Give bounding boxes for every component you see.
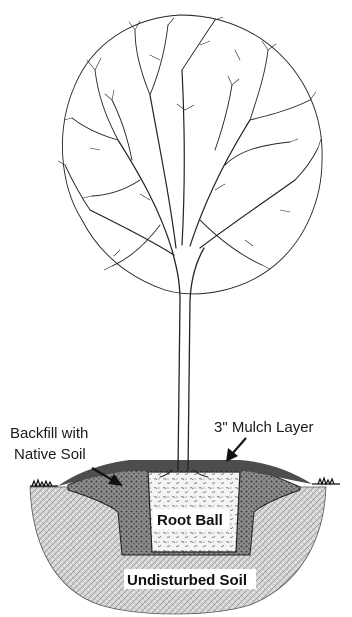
tree-icon xyxy=(58,15,322,477)
root-ball-label: Root Ball xyxy=(157,512,223,529)
undisturbed-soil-label: Undisturbed Soil xyxy=(127,572,247,589)
backfill-label-line2: Native Soil xyxy=(14,446,86,463)
mulch-arrow-icon xyxy=(226,438,246,462)
backfill-label-line1: Backfill with xyxy=(10,425,88,442)
mulch-label: 3" Mulch Layer xyxy=(214,419,314,436)
